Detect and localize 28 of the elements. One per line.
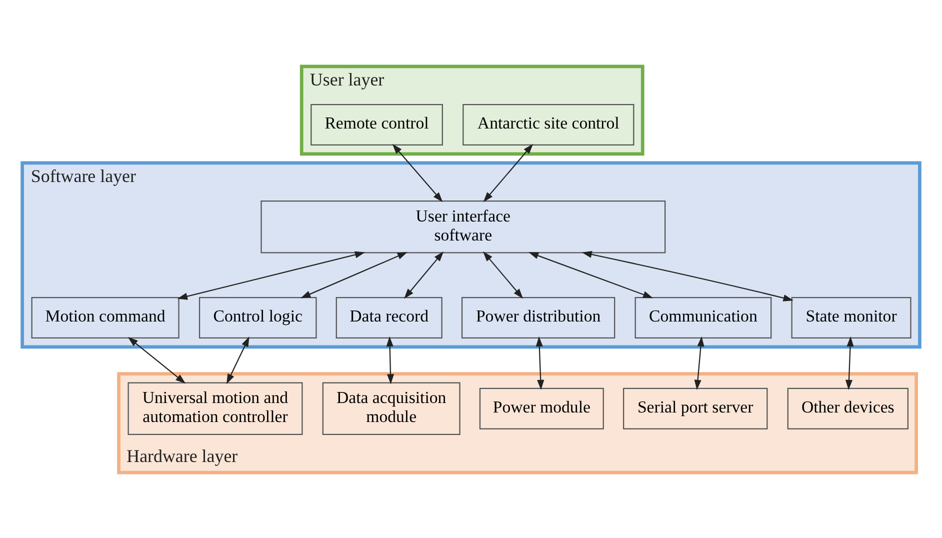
arrow xyxy=(582,250,794,301)
node-box: State monitor xyxy=(791,296,912,338)
arrow xyxy=(226,336,250,384)
node-box: Antarctic site control xyxy=(462,104,634,146)
arrow xyxy=(536,336,544,390)
arrow xyxy=(694,336,704,390)
node-box: Power distribution xyxy=(461,296,616,338)
node-box: Data acquisition module xyxy=(322,382,460,434)
arrow xyxy=(482,250,524,298)
arrow xyxy=(528,252,654,298)
arrow xyxy=(177,250,366,300)
node-box: Power module xyxy=(479,387,604,429)
arrow xyxy=(483,143,534,202)
node-box: Control logic xyxy=(198,296,317,338)
node-box: Other devices xyxy=(787,387,908,429)
arrow xyxy=(300,252,408,298)
node-box: Data record xyxy=(336,296,442,338)
node-box: Serial port server xyxy=(623,387,768,429)
node-box: User interface software xyxy=(260,200,666,253)
arrow xyxy=(386,336,394,384)
arrow xyxy=(845,336,854,390)
node-box: Universal motion and automation controller xyxy=(128,382,303,434)
node-box: Motion command xyxy=(31,296,180,338)
arrow xyxy=(404,250,444,298)
arrow xyxy=(128,336,186,384)
node-box: Communication xyxy=(634,296,772,338)
node-box: Remote control xyxy=(310,104,443,146)
arrow xyxy=(392,143,443,202)
